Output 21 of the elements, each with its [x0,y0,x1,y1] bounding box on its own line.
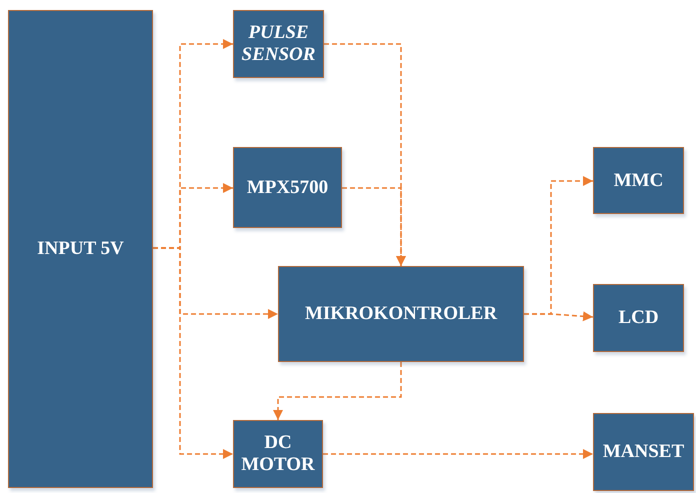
block-box [593,147,684,214]
block-label: MPX5700 [246,176,328,198]
block-box [593,413,694,491]
block-box [233,10,324,78]
block-label: LCD [618,307,659,329]
arrow [153,247,233,459]
block-box [233,147,342,228]
block-box [278,266,524,362]
arrow [323,449,593,459]
arrow [524,311,594,322]
block-box [8,10,153,488]
arrow [273,362,402,420]
block-label: MANSET [602,441,684,463]
block-label: DC MOTOR [240,432,316,476]
arrow [342,187,406,266]
block-label: PULSE SENSOR [240,22,316,66]
block-box [233,420,323,488]
block-label: INPUT 5V [37,238,124,260]
block-box [593,284,684,352]
block-label: MIKROKONTROLER [304,303,498,325]
block-label: MMC [614,170,664,192]
